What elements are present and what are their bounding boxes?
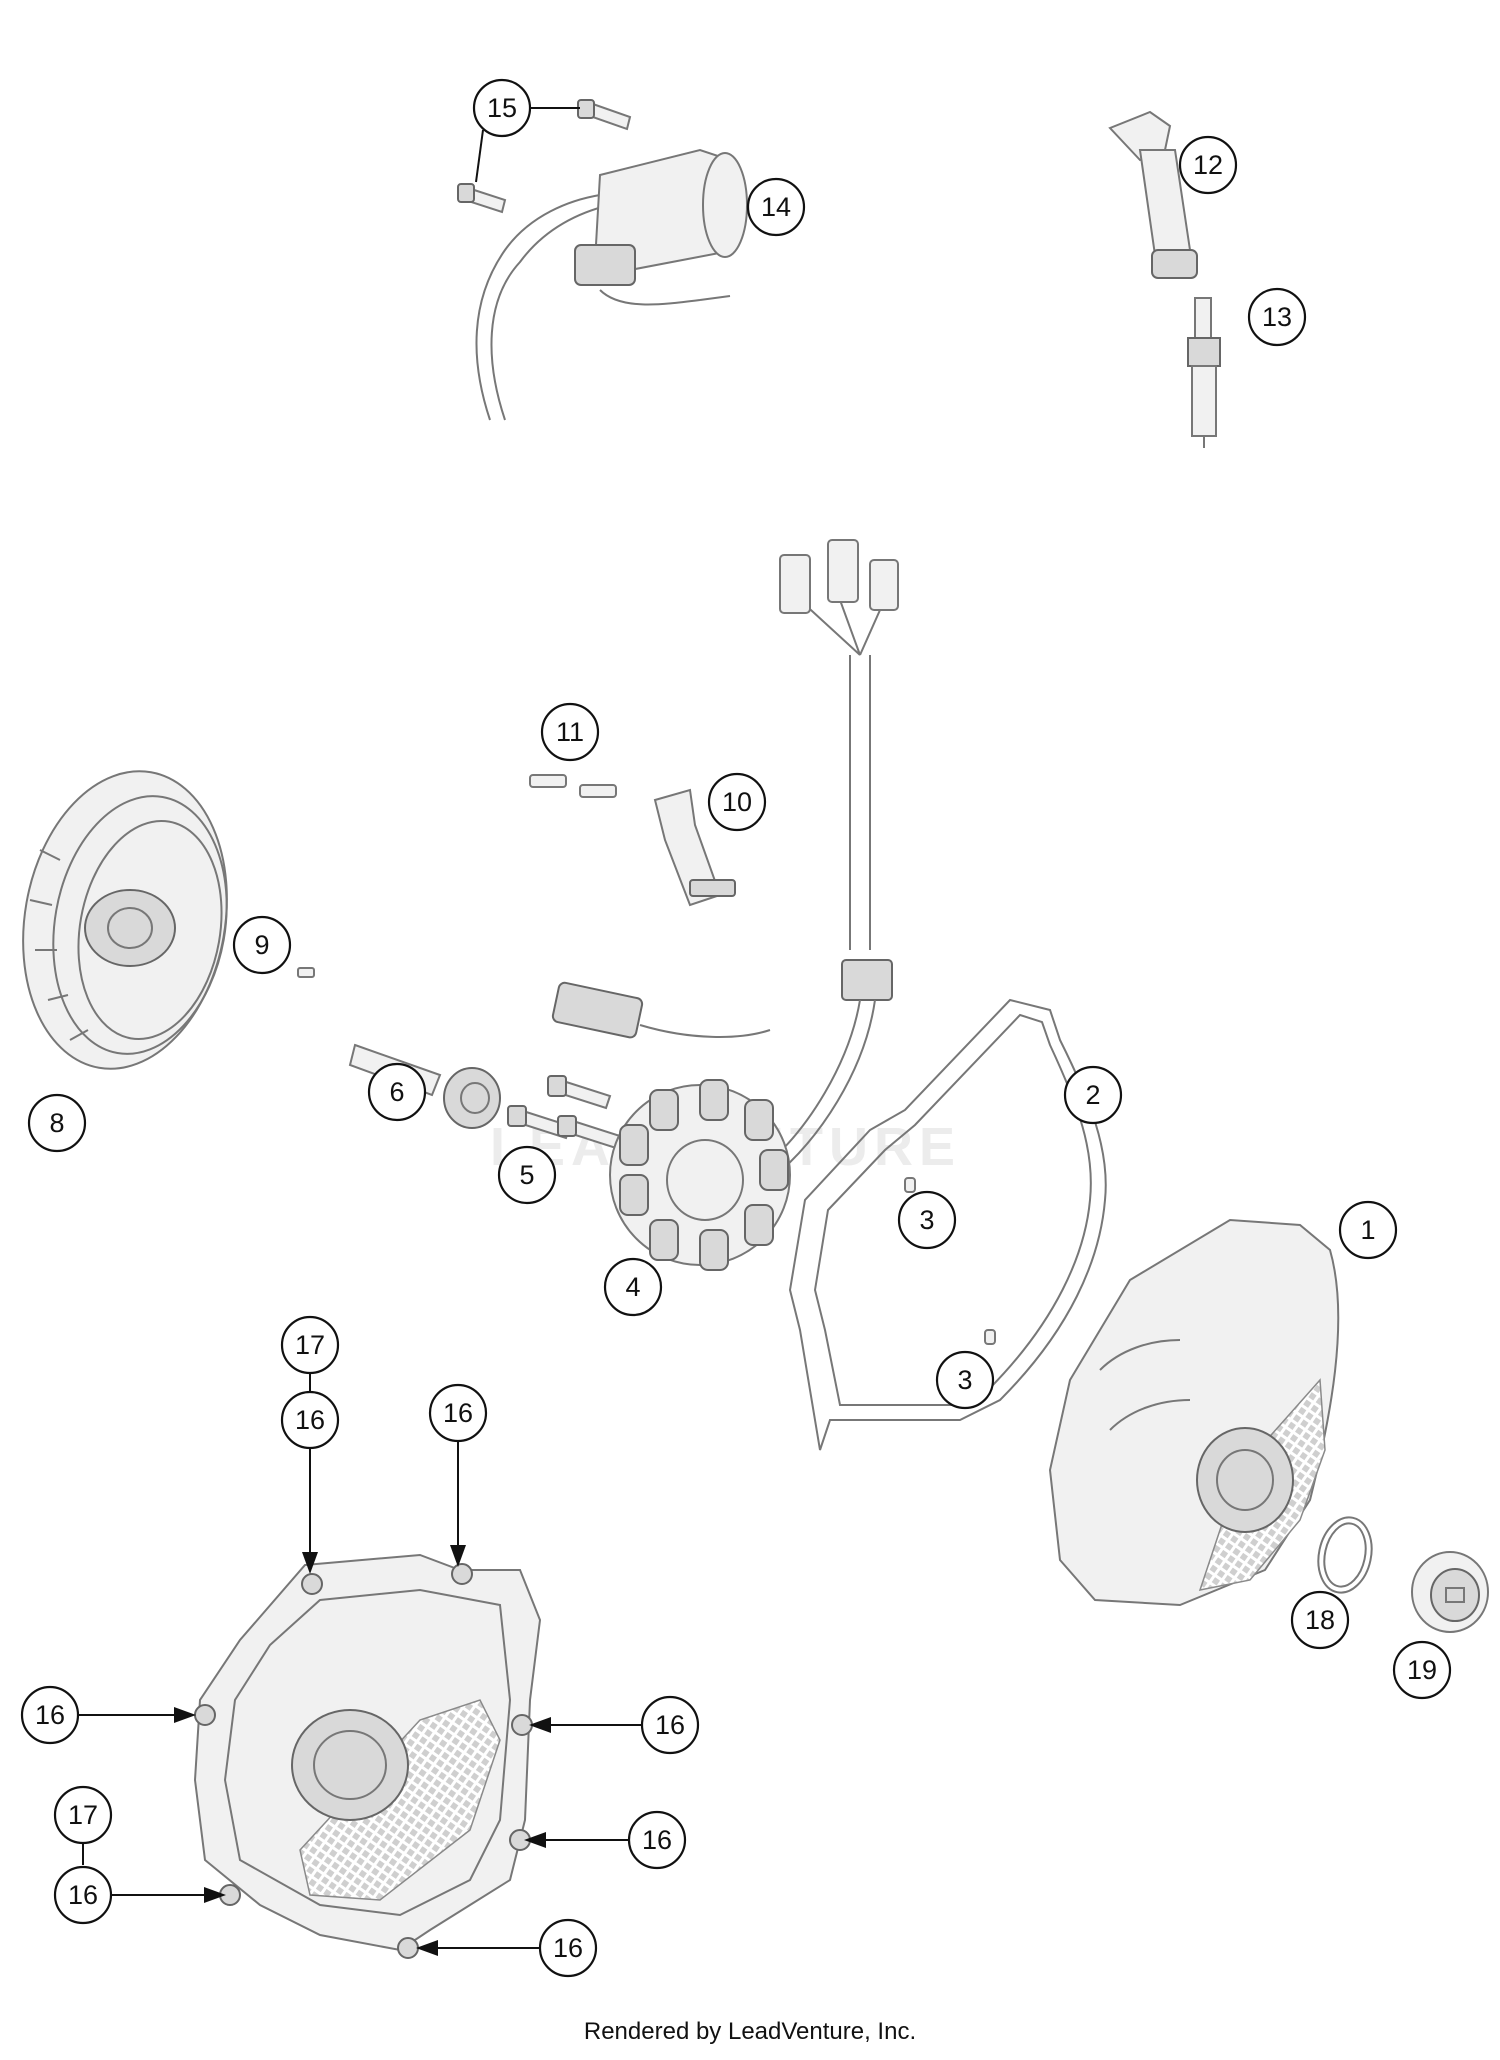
sensor-screws-part[interactable] <box>529 774 617 798</box>
ignition-cover-part[interactable] <box>1048 1218 1340 1607</box>
svg-text:17: 17 <box>68 1800 98 1830</box>
ignition-cover-screw-locations-part[interactable] <box>193 1553 542 1959</box>
callout-14[interactable]: 14 <box>746 177 806 237</box>
callout-17-upper[interactable]: 17 <box>280 1315 340 1375</box>
exploded-parts-diagram: LEADVENTURE <box>0 78 1489 1978</box>
callout-16-upper-left[interactable]: 16 <box>280 1390 340 1450</box>
callout-16-lower-left[interactable]: 16 <box>53 1865 113 1925</box>
svg-text:5: 5 <box>519 1160 534 1190</box>
ignition-coil-part[interactable] <box>475 148 748 421</box>
svg-text:16: 16 <box>68 1880 98 1910</box>
svg-text:15: 15 <box>487 93 517 123</box>
callout-13[interactable]: 13 <box>1247 287 1307 347</box>
svg-text:8: 8 <box>49 1108 64 1138</box>
svg-text:14: 14 <box>761 192 791 222</box>
callout-16-right-lower[interactable]: 16 <box>627 1810 687 1870</box>
callout-16-upper-right[interactable]: 16 <box>428 1383 488 1443</box>
svg-text:16: 16 <box>655 1710 685 1740</box>
stator-part[interactable] <box>609 1079 791 1271</box>
callout-18[interactable]: 18 <box>1290 1590 1350 1650</box>
stator-wiring-harness-part[interactable] <box>759 539 899 1181</box>
svg-text:18: 18 <box>1305 1605 1335 1635</box>
svg-text:10: 10 <box>722 787 752 817</box>
callout-3-upper[interactable]: 3 <box>897 1190 957 1250</box>
coil-screws-part[interactable] <box>457 99 632 214</box>
svg-text:1: 1 <box>1360 1215 1375 1245</box>
callout-4[interactable]: 4 <box>603 1257 663 1317</box>
callout-6[interactable]: 6 <box>367 1062 427 1122</box>
woodruff-key-part[interactable] <box>297 967 315 978</box>
callout-16-left[interactable]: 16 <box>20 1685 80 1745</box>
callout-5[interactable]: 5 <box>497 1145 557 1205</box>
svg-text:3: 3 <box>919 1205 934 1235</box>
spark-plug-cap-part[interactable] <box>1108 110 1198 279</box>
callout-17-lower[interactable]: 17 <box>53 1785 113 1845</box>
svg-text:16: 16 <box>553 1933 583 1963</box>
callout-11[interactable]: 11 <box>540 702 600 762</box>
svg-text:16: 16 <box>443 1398 473 1428</box>
callout-19[interactable]: 19 <box>1392 1640 1452 1700</box>
pickup-coil-module-part[interactable] <box>551 981 771 1039</box>
svg-text:16: 16 <box>642 1825 672 1855</box>
svg-text:12: 12 <box>1193 150 1223 180</box>
callout-2[interactable]: 2 <box>1063 1065 1123 1125</box>
svg-text:16: 16 <box>35 1700 65 1730</box>
svg-text:13: 13 <box>1262 302 1292 332</box>
svg-text:4: 4 <box>625 1272 640 1302</box>
svg-text:6: 6 <box>389 1077 404 1107</box>
callout-16-bottom[interactable]: 16 <box>538 1918 598 1978</box>
svg-text:3: 3 <box>957 1365 972 1395</box>
callout-3-lower[interactable]: 3 <box>935 1350 995 1410</box>
spark-plug-part[interactable] <box>1187 297 1221 448</box>
svg-text:17: 17 <box>295 1330 325 1360</box>
callout-9[interactable]: 9 <box>232 915 292 975</box>
callout-16-right[interactable]: 16 <box>640 1695 700 1755</box>
callout-12[interactable]: 12 <box>1178 135 1238 195</box>
svg-text:19: 19 <box>1407 1655 1437 1685</box>
flywheel-rotor-part[interactable] <box>0 755 249 1085</box>
svg-text:2: 2 <box>1085 1080 1100 1110</box>
svg-text:16: 16 <box>295 1405 325 1435</box>
svg-text:11: 11 <box>556 717 584 747</box>
stator-screws-part[interactable] <box>507 1075 622 1150</box>
footer-credit: Rendered by LeadVenture, Inc. <box>583 2018 917 2045</box>
callout-15[interactable]: 15 <box>472 78 532 138</box>
o-ring-part[interactable] <box>1312 1512 1379 1597</box>
callout-8[interactable]: 8 <box>27 1093 87 1153</box>
callout-10[interactable]: 10 <box>707 772 767 832</box>
leader-lines <box>77 107 642 1956</box>
dowel-pins-part[interactable] <box>904 1177 996 1345</box>
pickup-sensor-bracket-part[interactable] <box>653 788 736 907</box>
plug-screw-part[interactable] <box>1411 1551 1489 1633</box>
svg-text:9: 9 <box>254 930 269 960</box>
callout-1[interactable]: 1 <box>1338 1200 1398 1260</box>
